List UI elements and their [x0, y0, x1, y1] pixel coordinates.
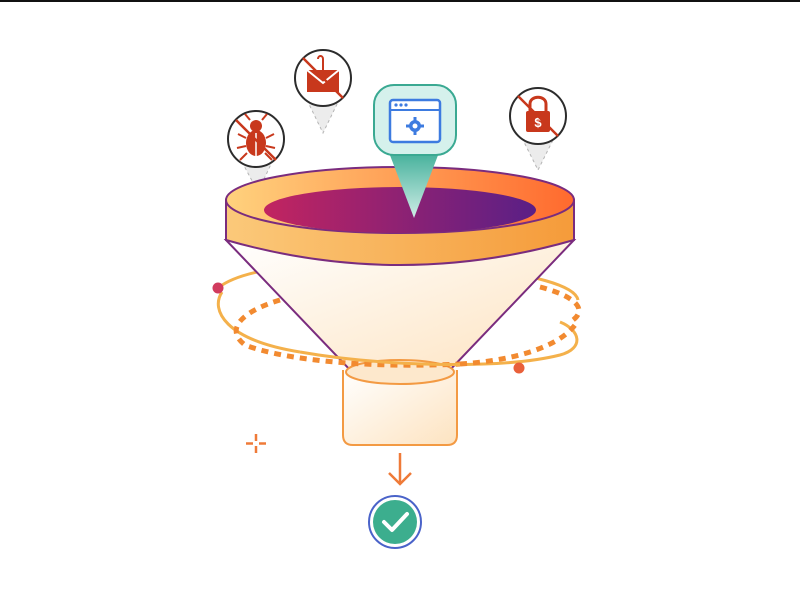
check-icon — [382, 512, 409, 532]
funnel-spout — [342, 370, 458, 446]
funnel — [223, 166, 577, 446]
funnel-mouth — [264, 187, 536, 233]
ransom-lock-dollar-icon: $ — [526, 95, 550, 132]
app-window-gear-icon — [388, 98, 442, 144]
blocked-slash-icon — [302, 57, 344, 99]
top-divider — [0, 0, 800, 2]
bug-pin — [227, 110, 285, 194]
bug-icon — [236, 113, 276, 161]
blocked-slash-icon — [235, 119, 277, 161]
arrow-down-icon — [388, 453, 412, 486]
phishing-mail-pin — [294, 49, 352, 135]
orbit-dot — [513, 362, 525, 374]
sparkle-icon — [246, 434, 266, 453]
approved-check-badge — [368, 495, 422, 549]
ransom-lock-pin: $ — [509, 87, 567, 172]
orbit-dot — [212, 282, 224, 294]
orbit-ring-front — [212, 282, 579, 374]
svg-text:$: $ — [534, 115, 542, 130]
blocked-slash-icon — [517, 95, 559, 137]
approved-app-pin — [373, 84, 457, 218]
